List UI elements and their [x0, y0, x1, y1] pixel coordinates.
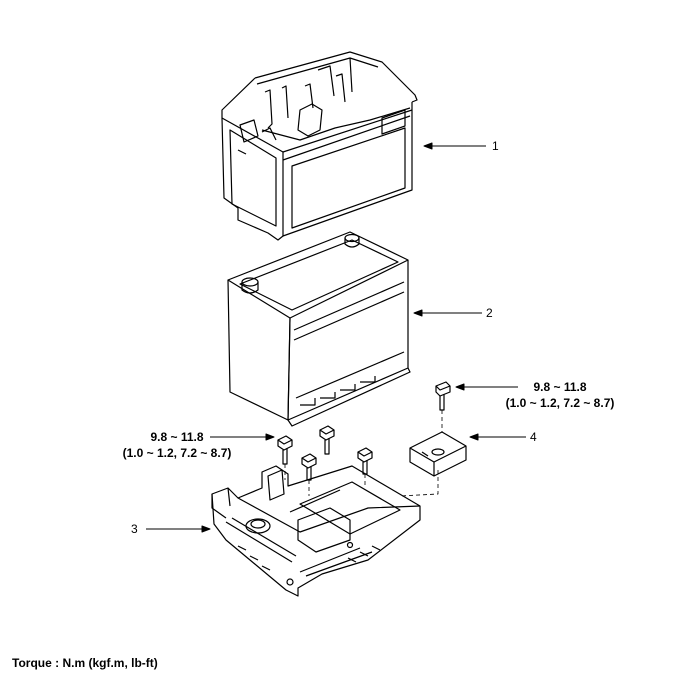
torque-spec-left-nm: 9.8 ~ 11.8: [150, 430, 204, 444]
bolt-left-1: [277, 435, 293, 465]
callout-4-label: 4: [530, 430, 537, 444]
hold-down-bracket: [409, 431, 467, 477]
battery-tray: [211, 465, 421, 597]
torque-spec-right: 9.8 ~ 11.8 (1.0 ~ 1.2, 7.2 ~ 8.7): [495, 379, 625, 411]
battery: [227, 231, 411, 427]
battery-insulation-cover: [221, 51, 418, 241]
bolt-right: [435, 381, 451, 411]
bolt-left-2: [319, 425, 335, 455]
torque-units-note: Torque : N.m (kgf.m, lb-ft): [12, 656, 158, 670]
torque-spec-right-nm: 9.8 ~ 11.8: [533, 380, 587, 394]
callout-leaders: [146, 142, 526, 533]
torque-spec-left: 9.8 ~ 11.8 (1.0 ~ 1.2, 7.2 ~ 8.7): [112, 429, 242, 461]
callout-3-label: 3: [131, 522, 138, 536]
bolt-left-3: [301, 453, 317, 481]
torque-spec-right-alt: (1.0 ~ 1.2, 7.2 ~ 8.7): [505, 396, 615, 410]
callout-1-label: 1: [492, 139, 499, 153]
assembly-guide-lines: [284, 410, 443, 497]
callout-2-label: 2: [486, 306, 493, 320]
torque-spec-left-alt: (1.0 ~ 1.2, 7.2 ~ 8.7): [122, 446, 232, 460]
